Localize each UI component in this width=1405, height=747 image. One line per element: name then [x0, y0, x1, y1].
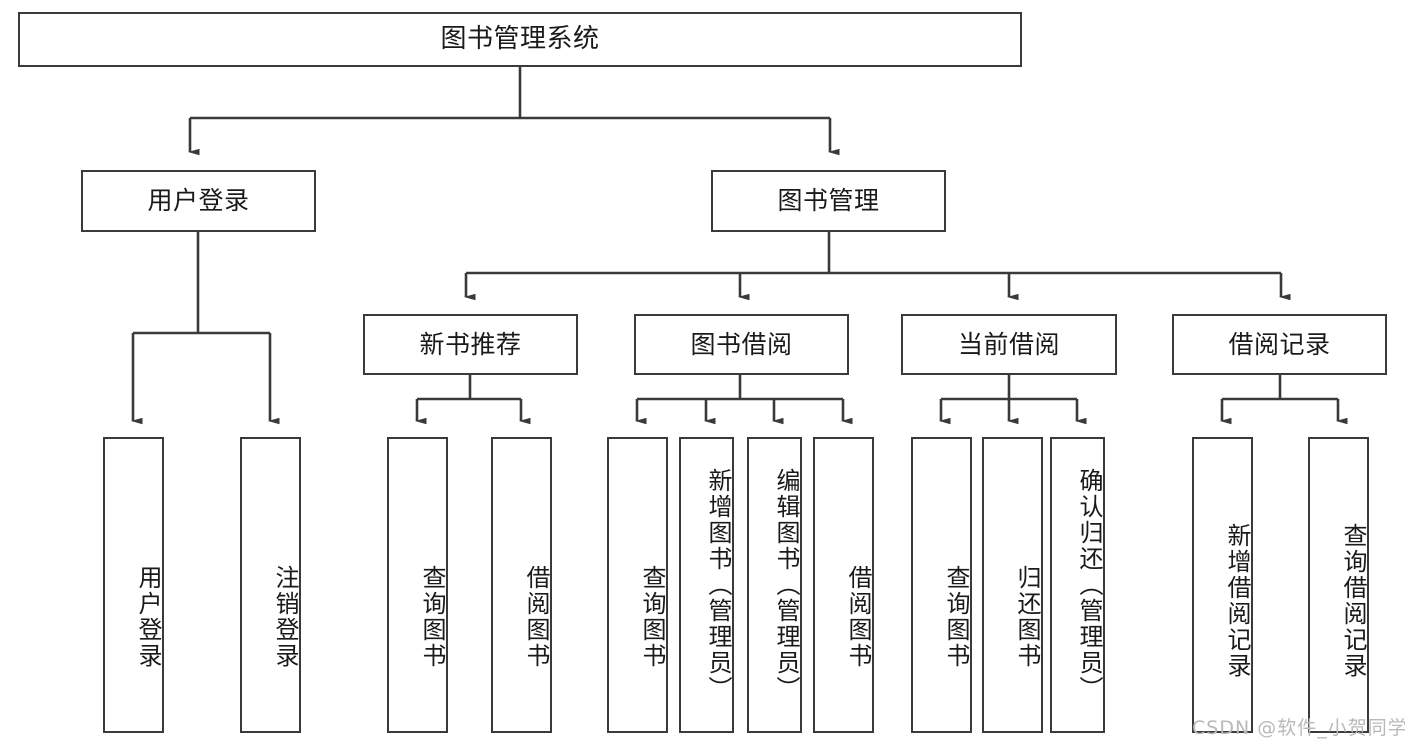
node-label: 查询图书 — [418, 565, 446, 669]
leaf-logout[interactable]: 注销登录 — [240, 437, 301, 733]
node-label: 图书管理系统 — [440, 24, 600, 55]
node-label: 查询图书 — [638, 565, 666, 669]
node-new-book-recommend[interactable]: 新书推荐 — [363, 314, 578, 375]
leaf-return-book[interactable]: 归还图书 — [982, 437, 1043, 733]
leaf-edit-book-admin[interactable]: 编辑图书（管理员） — [747, 437, 802, 733]
leaf-borrow-book[interactable]: 借阅图书 — [813, 437, 874, 733]
leaf-borrow-book-recommend[interactable]: 借阅图书 — [491, 437, 552, 733]
node-label: 新书推荐 — [419, 329, 522, 359]
node-label: 当前借阅 — [957, 329, 1060, 359]
leaf-add-borrow-record[interactable]: 新增借阅记录 — [1192, 437, 1253, 733]
node-label: 用户登录 — [134, 565, 162, 669]
node-label: 查询图书 — [942, 565, 970, 669]
node-label: 图书借阅 — [690, 329, 793, 359]
node-label: 新增借阅记录 — [1223, 523, 1251, 679]
node-label: 查询借阅记录 — [1339, 523, 1367, 679]
node-label: 用户登录 — [147, 186, 250, 216]
leaf-confirm-return-admin[interactable]: 确认归还（管理员） — [1050, 437, 1105, 733]
watermark-text: CSDN @软件_小贺同学 — [1192, 717, 1405, 739]
node-user-login[interactable]: 用户登录 — [81, 170, 316, 232]
node-label: 新增图书（管理员） — [704, 468, 732, 702]
leaf-query-book-borrow[interactable]: 查询图书 — [607, 437, 668, 733]
leaf-query-book-current[interactable]: 查询图书 — [911, 437, 972, 733]
node-root-system[interactable]: 图书管理系统 — [18, 12, 1022, 67]
leaf-user-login[interactable]: 用户登录 — [103, 437, 164, 733]
leaf-query-borrow-record[interactable]: 查询借阅记录 — [1308, 437, 1369, 733]
node-current-borrow[interactable]: 当前借阅 — [901, 314, 1117, 375]
node-label: 归还图书 — [1013, 565, 1041, 669]
node-label: 借阅图书 — [844, 565, 872, 669]
node-book-borrow[interactable]: 图书借阅 — [634, 314, 849, 375]
node-label: 借阅记录 — [1228, 329, 1331, 359]
node-label: 注销登录 — [271, 565, 299, 669]
leaf-query-book-recommend[interactable]: 查询图书 — [387, 437, 448, 733]
node-label: 图书管理 — [777, 186, 880, 216]
node-borrow-record[interactable]: 借阅记录 — [1172, 314, 1387, 375]
node-book-management[interactable]: 图书管理 — [711, 170, 946, 232]
node-label: 借阅图书 — [522, 565, 550, 669]
node-label: 编辑图书（管理员） — [772, 468, 800, 702]
leaf-add-book-admin[interactable]: 新增图书（管理员） — [679, 437, 734, 733]
node-label: 确认归还（管理员） — [1075, 468, 1103, 702]
